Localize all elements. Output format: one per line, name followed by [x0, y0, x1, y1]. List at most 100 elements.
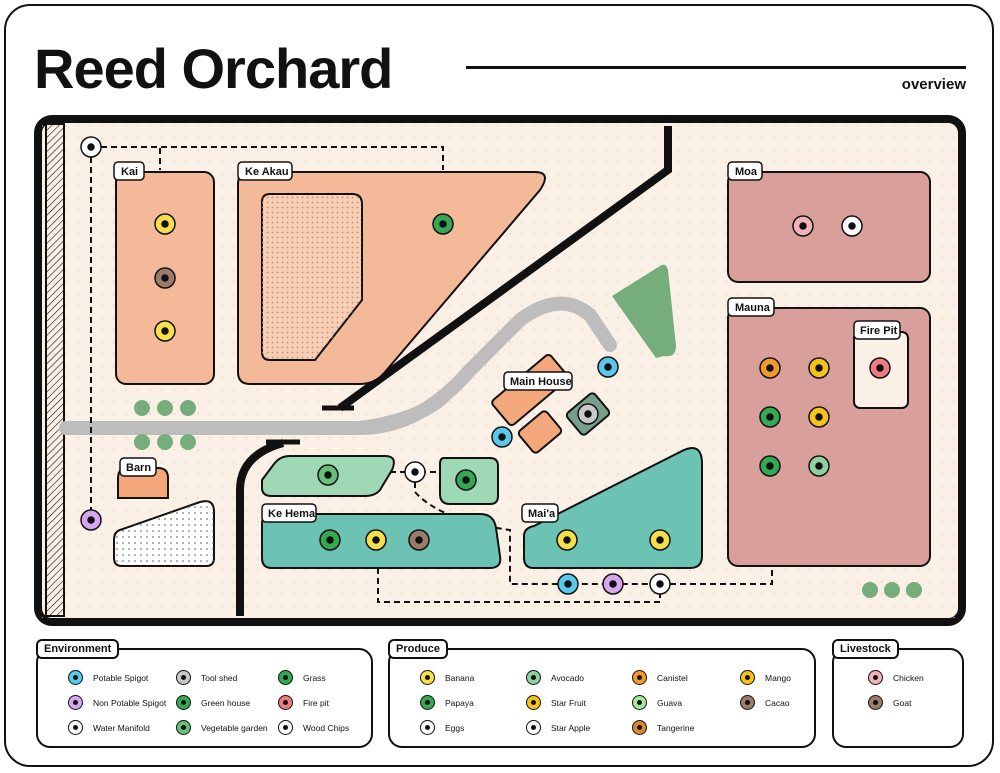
legend-item: Fire pit — [278, 695, 329, 710]
legend-livestock-title: Livestock — [832, 639, 899, 659]
goat-icon — [868, 695, 883, 710]
legend-item: Green house — [176, 695, 250, 710]
potable-spigot-marker — [491, 426, 513, 448]
legend-item: Water Manifold — [68, 720, 150, 735]
legend-item: Papaya — [420, 695, 474, 710]
legend-item: Star Apple — [526, 720, 590, 735]
papaya-marker — [319, 529, 341, 551]
legend-item: Potable Spigot — [68, 670, 148, 685]
legend-item: Tangerine — [632, 720, 694, 735]
chicken-marker — [792, 215, 814, 237]
legend-produce-title: Produce — [388, 639, 449, 659]
spigot-icon — [68, 695, 83, 710]
papaya-marker — [432, 213, 454, 235]
legend-item: Star Fruit — [526, 695, 586, 710]
banana-marker — [154, 320, 176, 342]
legend-item: Vegetable garden — [176, 720, 268, 735]
label-moa: Moa — [735, 166, 758, 178]
canistel-marker — [759, 357, 781, 379]
map-markers — [80, 136, 891, 595]
legend-produce: Produce Banana Avocado Canistel Mango Pa… — [388, 639, 816, 748]
sprout-icon — [176, 695, 191, 710]
legend-item: Grass — [278, 670, 326, 685]
label-kai: Kai — [121, 166, 138, 178]
legend-item: Wood Chips — [278, 720, 349, 735]
egg-icon — [420, 720, 435, 735]
manifold-marker — [649, 573, 671, 595]
title-divider — [466, 66, 966, 69]
label-ke-akau: Ke Akau — [245, 166, 289, 178]
banana-marker — [649, 529, 671, 551]
chicken-icon — [868, 670, 883, 685]
green-field — [612, 264, 676, 358]
road-north — [337, 126, 672, 412]
legend-livestock: Livestock Chicken Goat — [832, 639, 964, 748]
avocado-icon — [526, 670, 541, 685]
banana-icon — [420, 670, 435, 685]
flame-icon — [278, 695, 293, 710]
guava-icon — [632, 695, 647, 710]
tool-shed-marker — [577, 403, 599, 425]
spigot-icon — [68, 670, 83, 685]
label-maia: Mai'a — [528, 508, 556, 520]
legend-item: Avocado — [526, 670, 584, 685]
legend-item: Non Potable Spigot — [68, 695, 166, 710]
label-main-house: Main House — [510, 376, 572, 388]
manifold-marker — [404, 461, 426, 483]
road-south — [236, 439, 285, 616]
starapple-icon — [526, 720, 541, 735]
legend-item: Mango — [740, 670, 791, 685]
vegetable-garden-marker — [317, 464, 339, 486]
label-fire-pit: Fire Pit — [860, 325, 898, 337]
legend-item: Goat — [868, 695, 911, 710]
boundary-wall — [45, 123, 65, 617]
area-moa — [727, 171, 931, 283]
papaya-marker — [759, 455, 781, 477]
label-barn: Barn — [126, 462, 151, 474]
legend-environment-title: Environment — [36, 639, 120, 659]
legend-item: Guava — [632, 695, 682, 710]
manifold-marker — [80, 136, 102, 158]
cacao-icon — [740, 695, 755, 710]
area-labels: Kai Ke Akau Moa Mauna Fire Pit Main Hous… — [113, 161, 901, 523]
starfruit-marker — [808, 406, 830, 428]
canistel-icon — [632, 670, 647, 685]
papaya-icon — [420, 695, 435, 710]
legend-item: Banana — [420, 670, 474, 685]
grass-icon — [278, 670, 293, 685]
starfruit-icon — [526, 695, 541, 710]
avocado-marker — [808, 455, 830, 477]
banana-marker — [556, 529, 578, 551]
legend-item: Chicken — [868, 670, 924, 685]
woodchips-icon — [278, 720, 293, 735]
non-potable-spigot-marker — [602, 573, 624, 595]
legend-environment: Environment Potable Spigot Tool shed Gra… — [36, 639, 373, 748]
non-potable-spigot-marker — [80, 509, 102, 531]
legend-item: Canistel — [632, 670, 688, 685]
wrench-icon — [176, 670, 191, 685]
manifold-icon — [68, 720, 83, 735]
egg-marker — [841, 215, 863, 237]
legend-item: Tool shed — [176, 670, 237, 685]
banana-marker — [365, 529, 387, 551]
cacao-marker — [408, 529, 430, 551]
banana-marker — [154, 213, 176, 235]
mango-icon — [740, 670, 755, 685]
fire-pit-marker — [869, 357, 891, 379]
legend-item: Eggs — [420, 720, 464, 735]
cacao-marker — [154, 267, 176, 289]
starfruit-marker — [808, 357, 830, 379]
label-mauna: Mauna — [735, 302, 771, 314]
vegetable-icon — [176, 720, 191, 735]
tangerine-icon — [632, 720, 647, 735]
grass-marker — [759, 406, 781, 428]
potable-spigot-marker — [557, 573, 579, 595]
orchard-map: Kai Ke Akau Moa Mauna Fire Pit Main Hous… — [34, 115, 966, 626]
grass-patches — [134, 400, 922, 598]
page-title: Reed Orchard — [34, 37, 393, 100]
label-ke-hema: Ke Hema — [268, 508, 316, 520]
greenhouse-marker — [455, 469, 477, 491]
legend-item: Cacao — [740, 695, 790, 710]
potable-spigot-marker — [597, 356, 619, 378]
page-subtitle: overview — [901, 76, 966, 93]
